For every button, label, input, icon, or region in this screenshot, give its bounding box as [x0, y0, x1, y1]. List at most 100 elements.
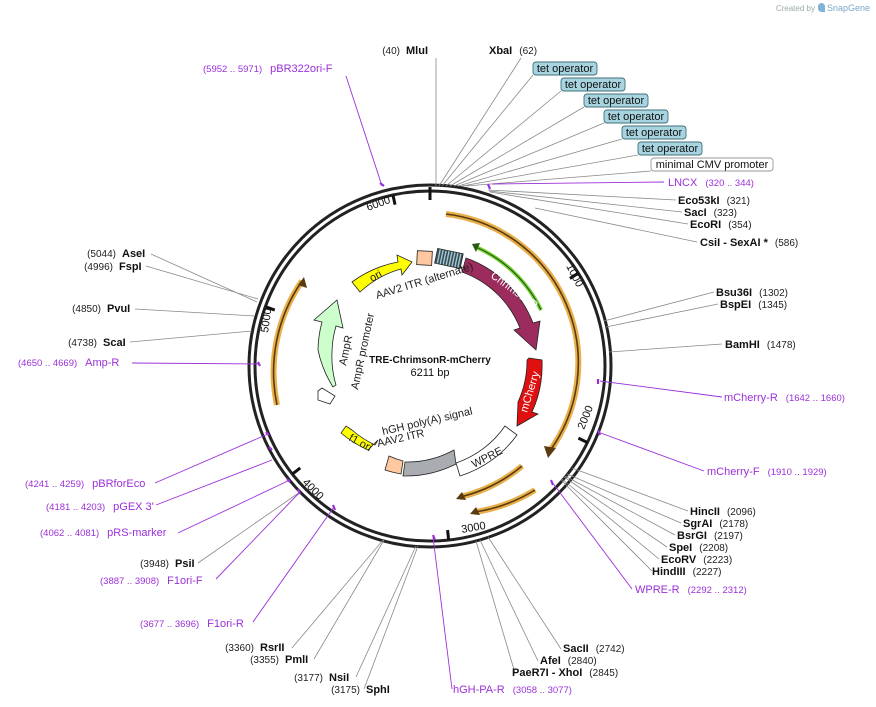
site-name: BamHI — [725, 339, 760, 351]
orf-arcs — [270, 211, 582, 515]
feature-wpre — [455, 425, 518, 477]
feature-tet-operator-block — [434, 247, 464, 270]
site-name: PvuI — [107, 303, 130, 315]
site-label: MluI(40) — [382, 45, 428, 57]
site-name: CsiI - SexAI * — [700, 237, 769, 249]
primer-label: (4650 .. 4669) Amp-R — [18, 357, 119, 369]
primer-range: (4650 .. 4669) — [18, 358, 77, 369]
primer-label: (4241 .. 4259) pBRforEco — [25, 478, 145, 490]
primer-range: (3677 .. 3696) — [140, 619, 199, 630]
label-f1-ori: f1 ori — [347, 432, 374, 454]
feature-aav2-itr-bottom — [384, 455, 404, 475]
tick-label: 4000 — [300, 477, 326, 503]
site-label: AseI (5044) — [87, 248, 145, 260]
feature-label-box — [532, 61, 598, 76]
primer-name: LNCX — [668, 177, 698, 189]
site-position: (2227) — [693, 567, 722, 578]
primer-name: mCherry-F — [707, 466, 760, 478]
site-label: PaeR7I - XhoI(2845) — [512, 667, 618, 679]
feature-ampr-promoter — [317, 387, 336, 405]
primer-label: hGH-PA-R (3058 .. 3077) — [453, 684, 572, 696]
primer-range: (4241 .. 4259) — [25, 479, 84, 490]
primer-label: mCherry-F(1910 .. 1929) — [707, 466, 827, 478]
site-label: SpeI(2208) — [669, 542, 728, 554]
site-name: SacI — [684, 207, 707, 219]
tick-mark — [569, 271, 580, 280]
feature-label-text: tet operator — [537, 63, 594, 75]
primer-label: (3887 .. 3908)F1ori-F — [100, 575, 203, 587]
site-name: EcoRI — [690, 219, 721, 231]
primer-label: (3677 .. 3696) F1ori-R — [140, 618, 244, 630]
credit-prefix: Created by — [775, 4, 815, 13]
feature-label-box — [650, 157, 774, 172]
primer-range: (4062 .. 4081) — [40, 528, 99, 539]
site-position: (5044) — [87, 249, 116, 260]
primer-range: (3058 .. 3077) — [513, 685, 572, 696]
site-position: (2197) — [714, 531, 743, 542]
feature-chrimsonr — [461, 257, 541, 351]
feature-aav2-itr-top — [416, 250, 433, 266]
site-position: (3175) — [331, 685, 360, 696]
primer-range: (320 .. 344) — [705, 178, 754, 189]
site-name: NsiI — [329, 672, 349, 684]
site-position: (586) — [775, 238, 798, 249]
primer-name: Amp-R — [85, 357, 119, 369]
site-label: Bsu36I(1302) — [716, 287, 788, 299]
site-name: BsrGI — [677, 530, 707, 542]
primer-name: pGEX 3' — [113, 501, 154, 513]
tick-mark — [264, 305, 276, 312]
site-name: SgrAI — [683, 518, 712, 530]
site-label: SacII (2742) — [563, 643, 625, 655]
feature-label-box — [637, 141, 703, 156]
primer-name: hGH-PA-R — [453, 684, 505, 696]
site-label: PmlI(3355) — [250, 654, 308, 666]
snapgene-logo-icon — [817, 3, 825, 12]
site-position: (4996) — [84, 262, 113, 273]
site-name: BspEI — [720, 299, 751, 311]
tick-mark — [446, 529, 451, 541]
primer-range: (4181 .. 4203) — [46, 502, 105, 513]
primer-name: pBRforEco — [92, 478, 145, 490]
site-label: PvuI(4850) — [72, 303, 130, 315]
feature-label-box — [560, 77, 626, 92]
feature-label-text: tet operator — [565, 79, 622, 91]
site-position: (2742) — [596, 644, 625, 655]
primer-marks — [257, 182, 602, 541]
site-position: (2178) — [719, 519, 748, 530]
site-position: (3355) — [250, 655, 279, 666]
site-name: SphI — [366, 684, 390, 696]
primer-name: F1ori-R — [207, 618, 244, 630]
feature-ori — [351, 254, 413, 293]
feature-ampr — [313, 299, 344, 388]
site-label: XbaI(62) — [489, 45, 537, 57]
site-position: (323) — [714, 208, 737, 219]
label-ori: ori — [368, 268, 385, 284]
site-label: EcoRV(2223) — [661, 554, 732, 566]
primer-name: F1ori-F — [167, 575, 203, 587]
feature-f1-ori — [340, 425, 379, 451]
site-name: FspI — [119, 261, 142, 273]
site-position: (3360) — [225, 643, 254, 654]
site-position: (3177) — [294, 673, 323, 684]
site-name: SpeI — [669, 542, 692, 554]
primer-label: (4181 .. 4203) pGEX 3' — [46, 501, 154, 513]
feature-label-text: tet operator — [588, 95, 645, 107]
backbone-outer — [247, 183, 613, 549]
primer-label: LNCX (320 .. 344) — [668, 177, 754, 189]
plasmid-name: TRE-ChrimsonR-mCherry — [369, 355, 491, 366]
site-label: BspEI(1345) — [720, 299, 787, 311]
site-name: AseI — [122, 248, 145, 260]
feature-label-text: tet operator — [642, 143, 699, 155]
site-name: HincII — [690, 506, 720, 518]
feature-label-text: tet operator — [626, 127, 683, 139]
site-label: RsrII(3360) — [225, 642, 284, 654]
feature-label-box — [603, 109, 669, 124]
site-name: Bsu36I — [716, 287, 752, 299]
site-name: Eco53kI — [678, 195, 720, 207]
plasmid-length: 6211 bp — [411, 367, 450, 379]
site-position: (354) — [728, 220, 751, 231]
site-name: SacII — [563, 643, 589, 655]
